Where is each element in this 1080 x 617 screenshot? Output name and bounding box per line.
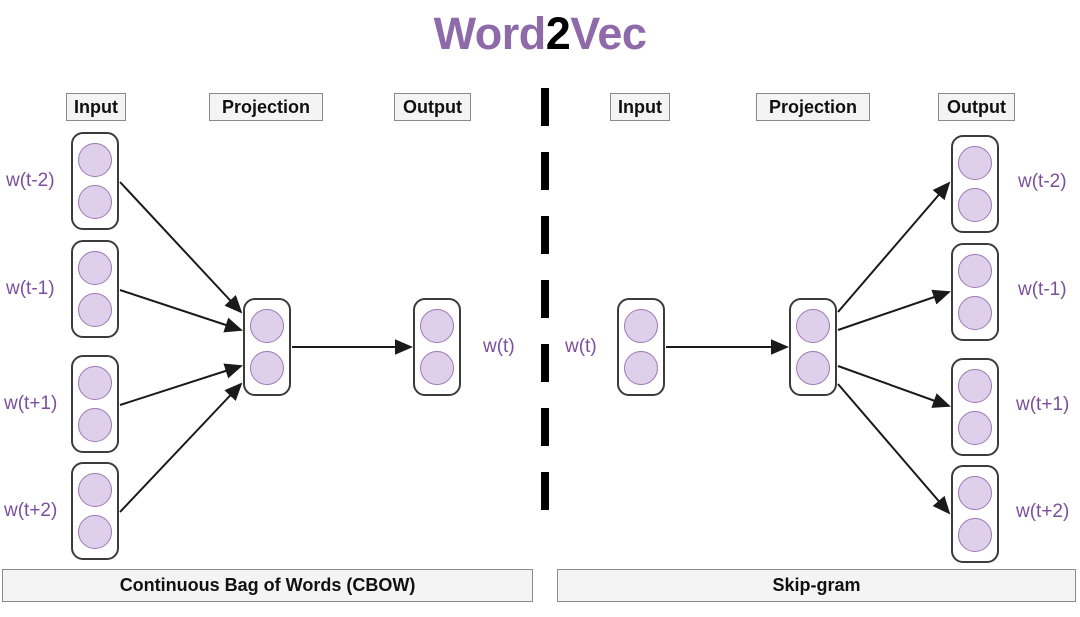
cbow-output-stack[interactable] [413, 298, 461, 396]
skipgram-input-label: w(t) [565, 336, 597, 357]
skipgram-output-stack-4[interactable] [951, 465, 999, 563]
skipgram-output-label-1: w(t-2) [1018, 171, 1067, 192]
cbow-input-stack-4[interactable] [71, 462, 119, 560]
skipgram-caption: Skip-gram [557, 569, 1076, 602]
title-suffix: Vec [570, 8, 647, 59]
arrow-skipgram-proj-out3 [837, 365, 951, 408]
cbow-caption: Continuous Bag of Words (CBOW) [2, 569, 533, 602]
arrow-cbow-in4-proj [119, 382, 243, 513]
neuron-circle [958, 253, 992, 288]
title-prefix: Word [433, 8, 547, 59]
neuron-circle [420, 351, 454, 386]
neuron-circle [958, 368, 992, 403]
cbow-input-stack-3[interactable] [71, 355, 119, 453]
neuron-circle [958, 296, 992, 331]
page-title: Word2Vec [0, 6, 1080, 62]
cbow-header-input: Input [66, 93, 126, 121]
skipgram-output-stack-1[interactable] [951, 135, 999, 233]
neuron-circle [78, 293, 112, 328]
neuron-circle [796, 351, 830, 386]
neuron-circle [78, 142, 112, 177]
arrow-skipgram-proj-out2 [837, 289, 951, 331]
cbow-output-label: w(t) [483, 336, 515, 357]
skipgram-output-stack-2[interactable] [951, 243, 999, 341]
skipgram-output-label-2: w(t-1) [1018, 279, 1067, 300]
cbow-input-label-3: w(t+1) [4, 393, 58, 414]
neuron-circle [958, 188, 992, 223]
cbow-projection-stack[interactable] [243, 298, 291, 396]
cbow-input-label-1: w(t-2) [6, 170, 55, 191]
neuron-circle [420, 308, 454, 343]
neuron-circle [78, 472, 112, 507]
cbow-input-label-4: w(t+2) [4, 500, 58, 521]
neuron-circle [78, 515, 112, 550]
neuron-circle [796, 308, 830, 343]
cbow-header-output: Output [394, 93, 471, 121]
skipgram-output-label-4: w(t+2) [1016, 501, 1070, 522]
neuron-circle [250, 308, 284, 343]
arrow-cbow-in1-proj [119, 181, 243, 314]
skipgram-input-stack[interactable] [617, 298, 665, 396]
arrow-skipgram-proj-out4 [837, 383, 951, 515]
cbow-input-stack-1[interactable] [71, 132, 119, 230]
neuron-circle [958, 145, 992, 180]
neuron-circle [624, 308, 658, 343]
neuron-circle [78, 365, 112, 400]
neuron-circle [624, 351, 658, 386]
neuron-circle [78, 250, 112, 285]
skipgram-projection-stack[interactable] [789, 298, 837, 396]
title-middle: 2 [545, 8, 571, 59]
skipgram-header-input: Input [610, 93, 670, 121]
cbow-input-label-2: w(t-1) [6, 278, 55, 299]
skipgram-output-label-3: w(t+1) [1016, 394, 1070, 415]
arrow-cbow-in2-proj [119, 289, 243, 333]
cbow-header-projection: Projection [209, 93, 323, 121]
neuron-circle [78, 185, 112, 220]
skipgram-output-stack-3[interactable] [951, 358, 999, 456]
neuron-circle [958, 411, 992, 446]
neuron-circle [250, 351, 284, 386]
skipgram-header-projection: Projection [756, 93, 870, 121]
neuron-circle [958, 475, 992, 510]
arrow-skipgram-proj-out1 [837, 181, 951, 313]
neuron-circle [78, 408, 112, 443]
arrow-cbow-in3-proj [119, 363, 243, 406]
cbow-input-stack-2[interactable] [71, 240, 119, 338]
panel-divider [541, 88, 549, 536]
neuron-circle [958, 518, 992, 553]
skipgram-header-output: Output [938, 93, 1015, 121]
